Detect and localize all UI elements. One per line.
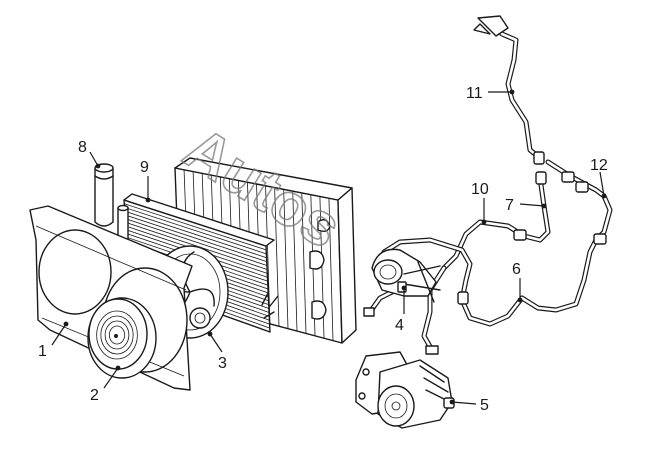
callout-2-label: 2 [90,387,99,404]
callout-4-label: 4 [395,317,404,334]
callout-5-label: 5 [480,397,489,414]
callout-9-label: 9 [140,159,149,176]
callout-10-label: 10 [471,181,489,198]
callout-7-label: 7 [505,197,514,214]
cooling-fan-motor [87,297,157,379]
callout-3-label: 3 [218,355,227,372]
callouts: 1 2 3 4 5 6 7 8 9 10 11 12 [38,85,608,414]
callout-12-label: 12 [590,157,608,174]
callout-11-label: 11 [466,85,483,102]
callout-1-label: 1 [38,343,47,360]
ac-compressor [355,351,455,429]
ac-lines [363,15,613,355]
callout-6-label: 6 [512,261,521,278]
callout-8-label: 8 [78,139,87,156]
